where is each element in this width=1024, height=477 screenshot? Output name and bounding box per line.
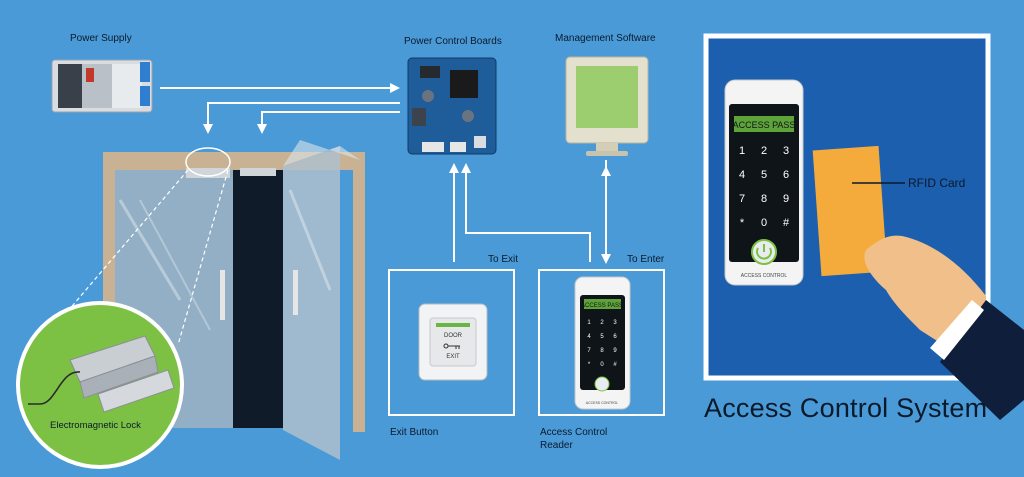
access-control-reader-label-line2: Reader bbox=[540, 440, 573, 451]
diagram-title: Access Control System bbox=[704, 393, 988, 423]
keypad-key: 8 bbox=[600, 348, 604, 354]
keypad-key: 4 bbox=[587, 334, 591, 340]
keypad-key: 1 bbox=[587, 320, 591, 326]
connection-arrows bbox=[160, 83, 611, 264]
control-board-icon bbox=[407, 57, 497, 155]
keypad-key: 9 bbox=[613, 348, 617, 354]
keypad-key: 3 bbox=[783, 145, 789, 157]
small-keypad: 1 2 3 4 5 6 7 8 9 * 0 # bbox=[587, 320, 617, 368]
hand-icon bbox=[864, 235, 1024, 420]
large-keypad-reader-icon bbox=[724, 79, 804, 286]
large-reader-screen-text: ACCESS PASS bbox=[733, 120, 796, 130]
power-control-boards-label: Power Control Boards bbox=[404, 36, 502, 47]
access-control-reader-label-line1: Access Control bbox=[540, 427, 608, 438]
keypad-key: * bbox=[740, 217, 745, 229]
to-exit-label: To Exit bbox=[488, 254, 519, 265]
keypad-key: 6 bbox=[613, 334, 617, 340]
exit-button-line1: DOOR bbox=[444, 333, 463, 339]
keypad-key: 5 bbox=[600, 334, 604, 340]
keypad-key: 6 bbox=[783, 169, 789, 181]
keypad-key: 2 bbox=[600, 320, 604, 326]
keypad-key: 5 bbox=[761, 169, 767, 181]
exit-button-line2: EXIT bbox=[446, 354, 460, 360]
keypad-key: 2 bbox=[761, 145, 767, 157]
reader-frame bbox=[538, 269, 665, 416]
keypad-key: 3 bbox=[613, 320, 617, 326]
keypad-reader-icon bbox=[574, 276, 631, 410]
electromagnetic-lock-label: Electromagnetic Lock bbox=[50, 420, 141, 431]
large-keypad: 1 2 3 4 5 6 7 8 9 * 0 # bbox=[739, 145, 790, 229]
keypad-key: 7 bbox=[739, 193, 745, 205]
keypad-key: 9 bbox=[783, 193, 789, 205]
to-enter-label: To Enter bbox=[627, 254, 665, 265]
keypad-key: 0 bbox=[600, 362, 604, 368]
door-icon bbox=[61, 140, 365, 460]
keypad-key: 1 bbox=[739, 145, 745, 157]
exit-button-icon bbox=[418, 303, 488, 381]
keypad-key: # bbox=[783, 217, 790, 229]
rfid-card-label: RFID Card bbox=[908, 176, 966, 190]
exit-button-label: Exit Button bbox=[390, 427, 439, 438]
keypad-key: 8 bbox=[761, 193, 767, 205]
keypad-key: # bbox=[613, 362, 617, 368]
power-supply-label: Power Supply bbox=[70, 33, 132, 44]
rfid-card-icon bbox=[812, 145, 905, 277]
large-reader-footer: ACCESS CONTROL bbox=[741, 273, 788, 279]
power-supply-icon bbox=[51, 59, 153, 113]
keypad-key: 0 bbox=[761, 217, 767, 229]
small-reader-footer: ACCESS CONTROL bbox=[586, 401, 619, 405]
management-software-label: Management Software bbox=[555, 33, 656, 44]
keypad-key: * bbox=[588, 362, 591, 368]
key-icon bbox=[443, 343, 460, 349]
small-reader-screen-text: ACCESS PASS bbox=[581, 303, 623, 309]
electromagnetic-lock-icon bbox=[16, 301, 184, 469]
exit-button-frame bbox=[388, 269, 515, 416]
keypad-key: 4 bbox=[739, 169, 745, 181]
keypad-key: 7 bbox=[587, 348, 591, 354]
monitor-icon bbox=[565, 56, 649, 156]
